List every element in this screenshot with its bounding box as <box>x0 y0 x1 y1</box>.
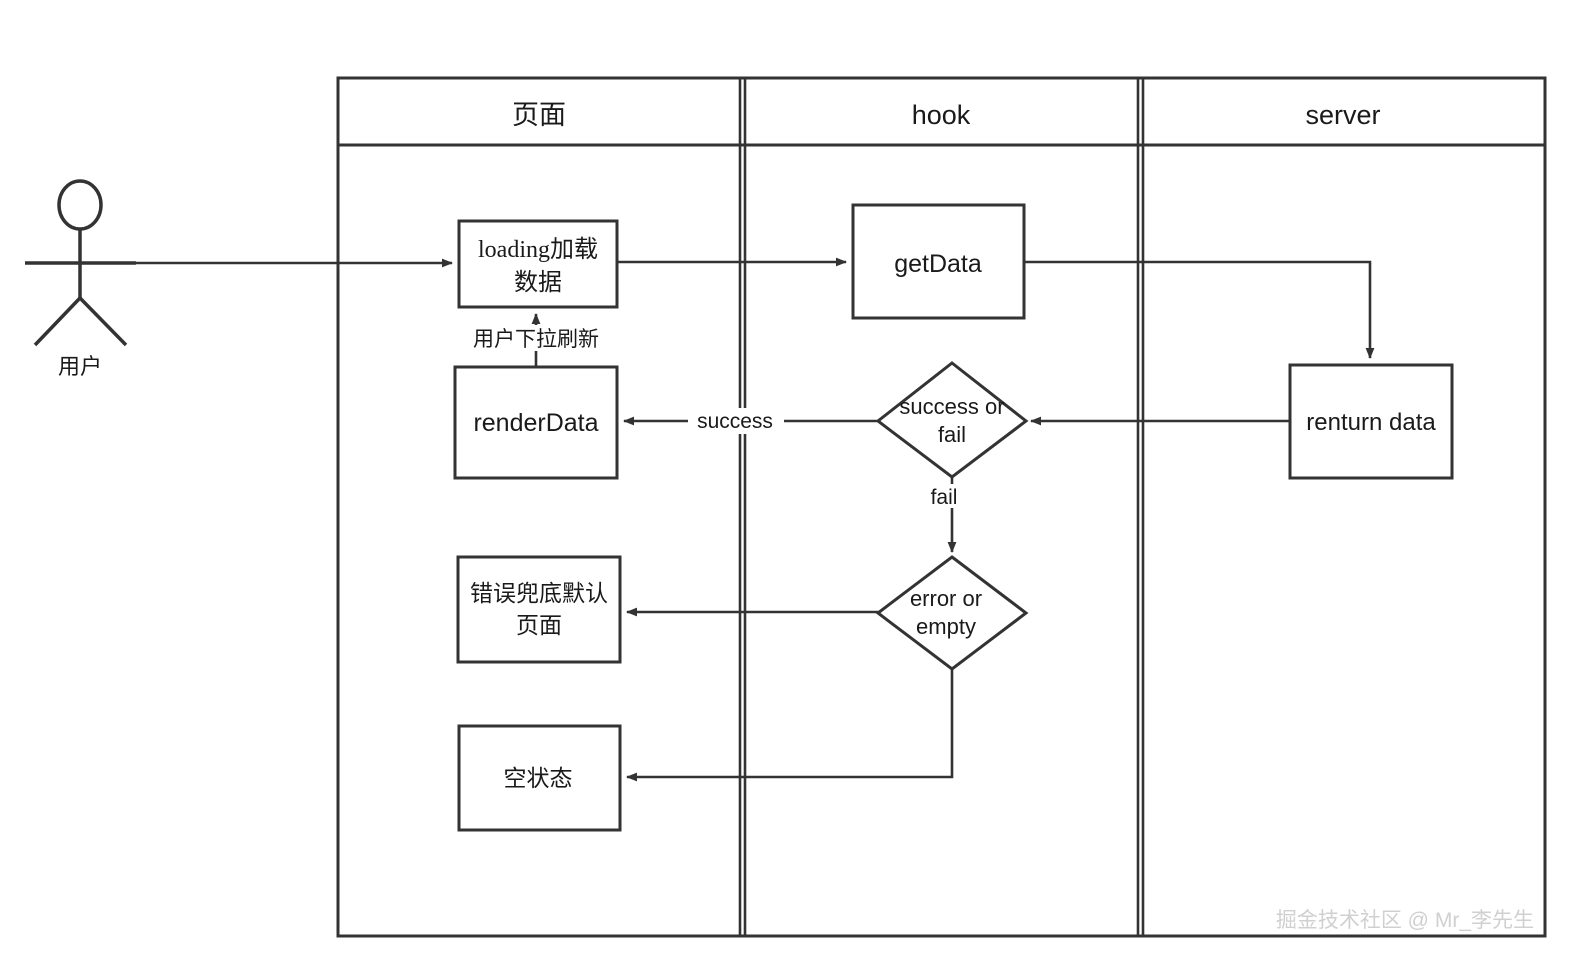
edge-label-refresh-bg <box>455 325 617 351</box>
edge-label-success-bg <box>688 408 784 434</box>
lane-title-server: server <box>1305 100 1380 130</box>
node-empty-state-label: 空状态 <box>504 765 573 791</box>
node-render-data-box[interactable] <box>453 365 619 480</box>
node-decision-success-or-fail[interactable]: success or fail <box>875 361 1029 479</box>
actor-leg-left <box>33 296 82 347</box>
node-get-data[interactable]: getData <box>851 203 1026 320</box>
node-get-data-box[interactable] <box>851 203 1026 320</box>
node-loading-line1: loading加载 <box>478 236 598 263</box>
node-decision-error-or-empty-line1: error or <box>910 586 982 611</box>
edge-decision2-to-emptystate <box>626 669 954 782</box>
node-error-page-box[interactable] <box>456 555 622 664</box>
actor-label: 用户 <box>58 354 102 379</box>
node-decision-success-or-fail-line2: fail <box>938 422 966 447</box>
edge-label-user-pull-refresh: 用户下拉刷新 <box>473 328 599 351</box>
node-error-page-line1: 错误兜底默认 <box>470 580 608 606</box>
node-decision-success-or-fail-line1: success or <box>899 394 1004 419</box>
node-return-data[interactable]: renturn data <box>1288 363 1454 480</box>
actor-head-icon <box>57 179 103 231</box>
actor-leg-right <box>78 296 128 347</box>
node-get-data-label: getData <box>894 250 982 278</box>
node-decision-error-or-empty-line2: empty <box>916 614 976 639</box>
actor-user: 用户 <box>25 179 136 379</box>
node-return-data-box[interactable] <box>1288 363 1454 480</box>
node-render-data-label: renderData <box>473 409 598 437</box>
edge-label-fail: fail <box>931 486 958 509</box>
node-decision-success-or-fail-shape[interactable] <box>875 361 1029 479</box>
lane-title-hook: hook <box>912 100 971 130</box>
edge-label-fail-bg <box>920 484 984 508</box>
node-empty-state-box[interactable] <box>457 724 622 832</box>
watermark-label: 掘金技术社区 @ Mr_李先生 <box>1276 909 1534 932</box>
node-loading-line2: 数据 <box>514 269 562 296</box>
node-return-data-label: renturn data <box>1306 409 1436 436</box>
edge-getdata-to-returndata <box>1024 260 1375 359</box>
node-empty-state[interactable]: 空状态 <box>457 724 622 832</box>
node-error-page-line2: 页面 <box>516 612 562 638</box>
lane-title-page: 页面 <box>512 100 566 130</box>
node-loading-box[interactable] <box>457 219 619 309</box>
node-render-data[interactable]: renderData <box>453 365 619 480</box>
node-decision-error-or-empty-shape[interactable] <box>875 555 1029 671</box>
edge-label-success: success <box>697 410 773 433</box>
node-error-page[interactable]: 错误兜底默认 页面 <box>456 555 622 664</box>
node-decision-error-or-empty[interactable]: error or empty <box>875 555 1029 671</box>
node-loading[interactable]: loading加载 数据 <box>457 219 619 309</box>
